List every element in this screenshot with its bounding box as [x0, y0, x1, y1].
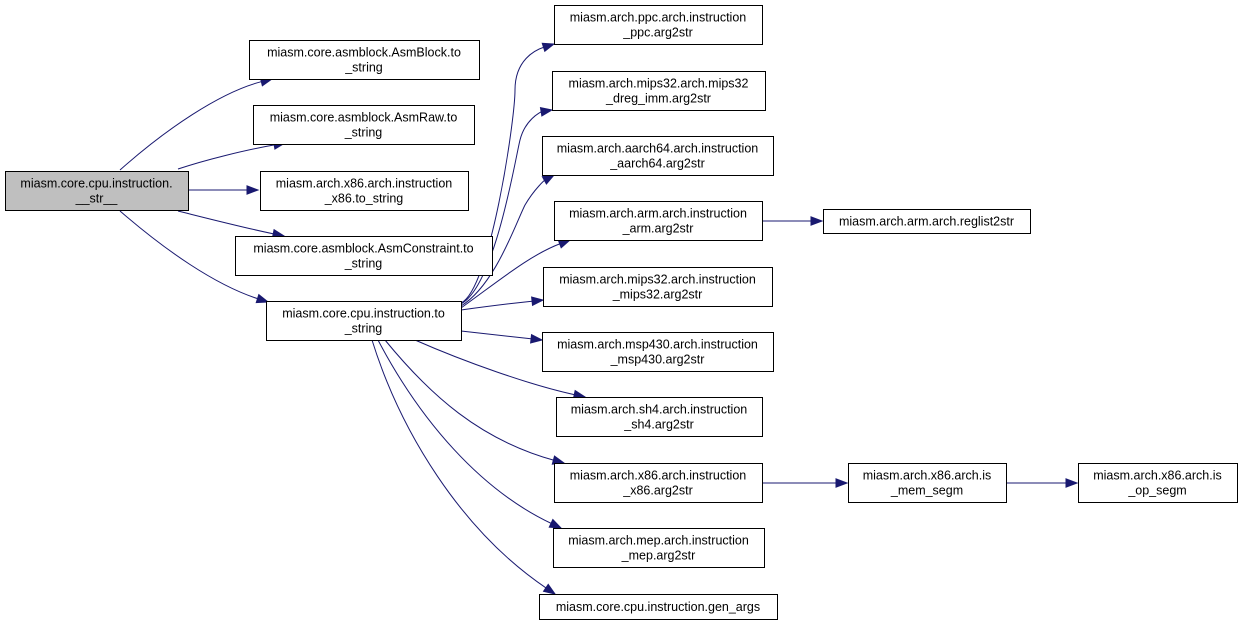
node-label: miasm.arch.x86.arch.instruction	[276, 177, 453, 191]
edge-cpu_tostring-to-gen_args	[371, 339, 557, 595]
edge-cpu_tostring-to-mips32_arg2str	[460, 296, 545, 311]
node-cpu-tostring[interactable]: miasm.core.cpu.instruction.to_string	[266, 301, 462, 341]
arrowhead-icon	[1065, 478, 1079, 488]
node-label: miasm.arch.mep.arch.instruction	[568, 534, 749, 548]
call-nodes: miasm.core.cpu.instruction.__str__miasm.…	[5, 5, 1238, 620]
arrowhead-icon	[541, 42, 556, 53]
node-sh4-arg2str[interactable]: miasm.arch.sh4.arch.instruction_sh4.arg2…	[556, 397, 763, 437]
node-label: _arm.arg2str	[622, 222, 694, 236]
arrowhead-icon	[255, 293, 270, 304]
edge-cpu_tostring-to-msp430_arg2str	[460, 330, 544, 344]
node-label: miasm.arch.x86.arch.is	[1093, 469, 1222, 483]
edge-arm_arg2str-to-reglist2str	[762, 216, 824, 226]
node-label: _ppc.arg2str	[622, 26, 692, 40]
arrowhead-icon	[551, 455, 566, 465]
node-label: miasm.arch.sh4.arch.instruction	[571, 403, 748, 417]
node-label: __str__	[75, 192, 119, 206]
node-label: _op_segm	[1127, 484, 1186, 498]
edge-cpu_tostring-to-mep_arg2str	[377, 339, 563, 529]
arrowhead-icon	[246, 185, 260, 195]
node-label: miasm.arch.msp430.arch.instruction	[557, 338, 758, 352]
node-label: _aarch64.arg2str	[609, 157, 705, 171]
edge-x86_arg2str-to-is_mem_segm	[761, 478, 849, 488]
node-label: _x86.to_string	[324, 192, 404, 206]
node-label: miasm.arch.arm.arch.reglist2str	[839, 215, 1014, 229]
node-label: miasm.arch.x86.arch.instruction	[570, 469, 747, 483]
arrowhead-icon	[557, 239, 572, 249]
node-label: _sh4.arg2str	[623, 418, 693, 432]
node-mep-arg2str[interactable]: miasm.arch.mep.arch.instruction_mep.arg2…	[553, 528, 765, 568]
node-gen-args[interactable]: miasm.core.cpu.instruction.gen_args	[539, 594, 778, 620]
node-label: _mem_segm	[890, 484, 963, 498]
arrowhead-icon	[548, 518, 563, 529]
node-label: miasm.core.asmblock.AsmBlock.to	[267, 46, 461, 60]
node-is-mem-segm[interactable]: miasm.arch.x86.arch.is_mem_segm	[848, 463, 1007, 503]
node-label: miasm.core.asmblock.AsmRaw.to	[270, 111, 458, 125]
node-label: miasm.core.cpu.instruction.to	[282, 307, 445, 321]
node-label: _string	[344, 126, 383, 140]
arrowhead-icon	[810, 216, 824, 226]
arrowhead-icon	[539, 107, 554, 117]
node-x86-tostring[interactable]: miasm.arch.x86.arch.instruction_x86.to_s…	[260, 171, 469, 211]
arrowhead-icon	[541, 174, 556, 185]
edge-root-to-asmblock_tostring	[119, 77, 274, 171]
node-label: miasm.core.asmblock.AsmConstraint.to	[253, 242, 473, 256]
node-label: _mips32.arg2str	[612, 288, 703, 302]
node-label: miasm.arch.arm.arch.instruction	[569, 207, 747, 221]
node-asmblock-tostring[interactable]: miasm.core.asmblock.AsmBlock.to_string	[249, 40, 480, 80]
node-label: _string	[344, 61, 383, 75]
node-msp430-arg2str[interactable]: miasm.arch.msp430.arch.instruction_msp43…	[542, 332, 774, 372]
arrowhead-icon	[835, 478, 849, 488]
arrowhead-icon	[531, 296, 545, 307]
node-label: _mep.arg2str	[621, 549, 696, 563]
node-ppc-arg2str[interactable]: miasm.arch.ppc.arch.instruction_ppc.arg2…	[554, 5, 763, 45]
edge-root-to-cpu_tostring	[119, 210, 270, 304]
node-label: _string	[344, 257, 383, 271]
node-label: miasm.arch.ppc.arch.instruction	[570, 11, 747, 25]
edge-root-to-asmconstraint_tostring	[177, 210, 286, 239]
node-mips32-arg2str[interactable]: miasm.arch.mips32.arch.instruction_mips3…	[543, 267, 773, 307]
node-label: _string	[344, 322, 383, 336]
node-label: _dreg_imm.arg2str	[605, 92, 711, 106]
node-x86-arg2str[interactable]: miasm.arch.x86.arch.instruction_x86.arg2…	[554, 463, 763, 503]
node-label: _x86.arg2str	[622, 484, 692, 498]
edge-root-to-x86_tostring	[187, 185, 260, 195]
node-label: miasm.arch.x86.arch.is	[863, 469, 992, 483]
node-label: miasm.core.cpu.instruction.	[20, 177, 172, 191]
arrowhead-icon	[530, 333, 544, 344]
node-aarch64-arg2str[interactable]: miasm.arch.aarch64.arch.instruction_aarc…	[542, 136, 774, 176]
node-label: miasm.arch.aarch64.arch.instruction	[557, 142, 759, 156]
node-mips32-dreg[interactable]: miasm.arch.mips32.arch.mips32_dreg_imm.a…	[552, 71, 766, 111]
node-arm-arg2str[interactable]: miasm.arch.arm.arch.instruction_arm.arg2…	[554, 201, 763, 241]
node-asmraw-tostring[interactable]: miasm.core.asmblock.AsmRaw.to_string	[253, 105, 475, 145]
edge-cpu_tostring-to-x86_arg2str	[384, 339, 566, 465]
node-label: miasm.core.cpu.instruction.gen_args	[556, 600, 760, 614]
edge-is_mem_segm-to-is_op_segm	[1005, 478, 1079, 488]
node-label: _msp430.arg2str	[610, 353, 705, 367]
node-label: miasm.arch.mips32.arch.instruction	[559, 273, 756, 287]
arrowhead-icon	[542, 583, 557, 595]
node-asmconstraint-tostring[interactable]: miasm.core.asmblock.AsmConstraint.to_str…	[235, 236, 493, 276]
node-label: miasm.arch.mips32.arch.mips32	[569, 77, 749, 91]
node-root[interactable]: miasm.core.cpu.instruction.__str__	[5, 171, 189, 211]
node-reglist2str[interactable]: miasm.arch.arm.arch.reglist2str	[823, 209, 1031, 234]
node-is-op-segm[interactable]: miasm.arch.x86.arch.is_op_segm	[1078, 463, 1238, 503]
